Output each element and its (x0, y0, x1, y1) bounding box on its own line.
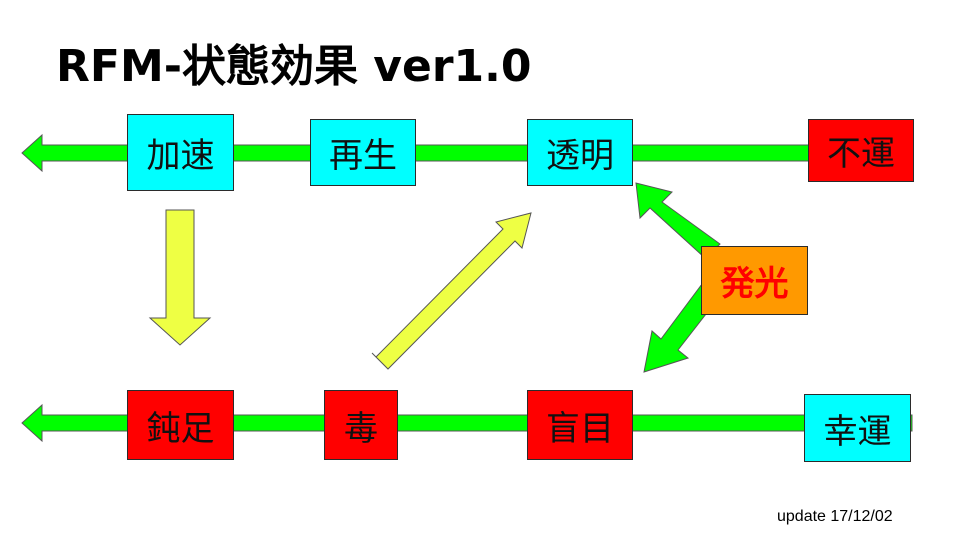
effect-box-fuun: 不運 (808, 119, 914, 182)
effect-box-kouun: 幸運 (804, 394, 911, 462)
effect-box-moumoku: 盲目 (527, 390, 633, 460)
effect-box-saisei: 再生 (310, 119, 416, 186)
arrow-hakkou-to-toumei (635, 182, 721, 259)
effect-box-toumei: 透明 (527, 119, 633, 186)
arrow-doku-to-toumei (371, 212, 532, 370)
bottom-row-arrow (21, 403, 913, 443)
effect-box-donsoku: 鈍足 (127, 390, 234, 460)
update-date: update 17/12/02 (777, 508, 893, 525)
effect-box-hakkou: 発光 (701, 246, 808, 315)
effect-box-doku: 毒 (324, 390, 398, 460)
page-title: RFM-状態効果 ver1.0 (56, 41, 532, 92)
arrow-kasoku-to-donsoku (148, 209, 212, 346)
effect-box-kasoku: 加速 (127, 114, 234, 191)
